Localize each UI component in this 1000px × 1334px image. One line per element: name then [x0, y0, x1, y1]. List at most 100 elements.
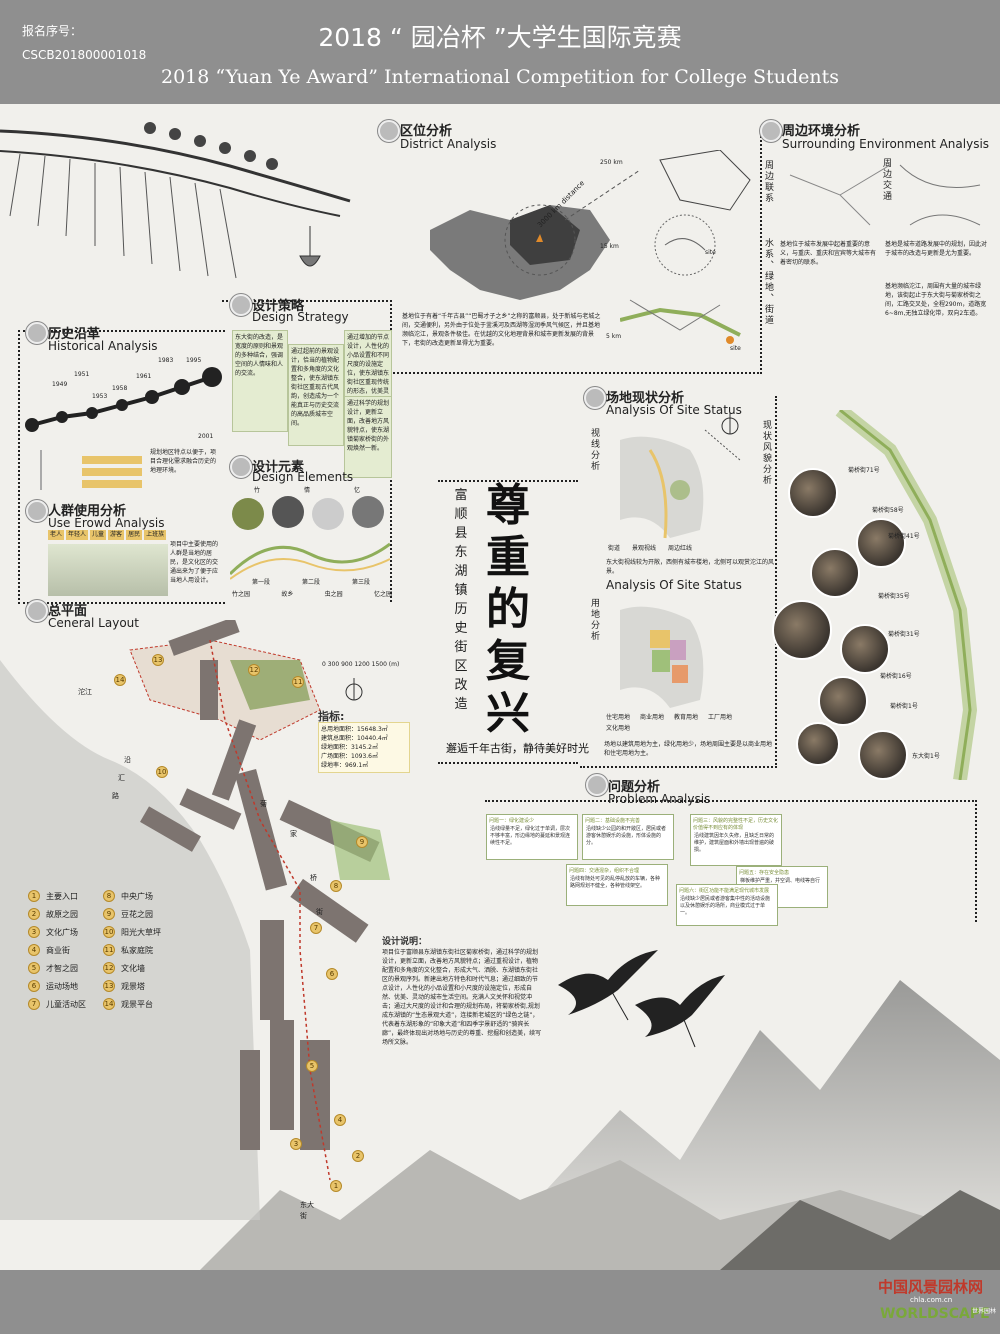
problem-card-6: 问题六：街区功能不能满足现代城市发展 沿线缺少居民或者游客集中性的活动设施以及休…	[676, 884, 778, 926]
brush-char: 重	[486, 532, 530, 583]
crane-icon	[635, 975, 725, 1048]
strategy-box-4: 通过科学的规划设计，更新立面，改善地方风貌特点，使东湖镇菊家桥街的外观焕然一新。	[344, 396, 392, 478]
status-photo-label: 东大街1号	[912, 753, 940, 760]
crowd-tags: 老人 年轻人 儿童 游客 居民 上班族	[48, 530, 168, 540]
legend-marker: 9	[103, 908, 115, 920]
problem-heading: 问题一：绿化建设少	[489, 818, 535, 824]
legend-label: 私家庭院	[121, 945, 153, 955]
landuse-legend-item: 商业用地	[640, 714, 665, 721]
problem-body: 沿线有随处可见的乱停乱放的车辆，各种路网规划不健全，各种管线架空。	[570, 876, 661, 889]
elements-bottom-labels: 竹之园 故乡 虫之园 忆之园	[232, 590, 392, 599]
crowd-tag: 游客	[108, 530, 125, 540]
status-photo	[840, 624, 890, 674]
plan-marker: 13	[152, 654, 164, 666]
indicator-row: 绿地面积：3145.2㎡	[321, 744, 378, 751]
header-bar: 报名序号： CSCB201800001018 2018 “ 园冶杯 ”大学生国际…	[0, 0, 1000, 104]
center-brush-title: 尊 重 的 复 兴	[478, 480, 538, 740]
surrounding-vlabel-links: 周边联系	[763, 160, 773, 204]
site-map-small	[620, 299, 741, 344]
landuse-legend-item: 工厂用地	[708, 714, 733, 721]
brush-char: 尊	[486, 480, 530, 531]
crowd-tag: 居民	[126, 530, 143, 540]
legend-marker: 12	[103, 962, 115, 974]
history-timeline	[25, 367, 222, 432]
crowd-tag: 儿童	[90, 530, 107, 540]
plan-marker: 1	[330, 1180, 342, 1192]
registration-number: CSCB201800001018	[22, 48, 147, 62]
district-desc: 基地位于有着“千年古县”“巴蜀才子之乡”之称的富顺县，处于新城与老城之间，交通便…	[402, 313, 601, 347]
history-title-cn: 历史沿革	[48, 327, 101, 342]
section-marker-icon	[586, 774, 608, 796]
indicator-box: 总用地面积：15648.3㎡ 建筑总面积：10440.4㎡ 绿地面积：3145.…	[318, 722, 410, 773]
legend-label: 中央广场	[121, 891, 153, 901]
legend-label: 才智之园	[46, 963, 78, 973]
surrounding-vlabel-traffic: 周边交通	[881, 158, 891, 202]
element-label: 忆	[353, 487, 360, 494]
legend-label: 儿童活动区	[46, 999, 86, 1009]
crane-icon	[558, 950, 658, 1021]
legend-label: 阳光大草坪	[121, 927, 161, 937]
street-label: 东大街	[300, 1201, 314, 1220]
problem-heading: 问题二：基础设施不完善	[585, 818, 641, 824]
district-frame	[390, 132, 762, 374]
center-vertical-title: 富顺县东湖镇历史街区改造	[454, 488, 468, 712]
problem-heading: 问题三：风貌的完整性不足，历史文化价值得不到应有的体现	[693, 818, 779, 831]
legend-marker: 10	[103, 926, 115, 938]
compass-icon	[721, 412, 739, 435]
status-photo-label: 菊桥街58号	[872, 507, 904, 514]
surrounding-note-3: 基地濒临沱江，周围有大量的城市绿地，该街起止于东大街与菊家桥街之间，汇路交叉处，…	[885, 283, 987, 317]
section-marker-icon	[26, 500, 48, 522]
strategy-title-en: Design Strategy	[252, 310, 349, 324]
status-photo	[796, 722, 840, 766]
crowd-tag: 上班族	[144, 530, 167, 540]
legend-marker: 7	[28, 998, 40, 1010]
indicator-row: 广场面积：1093.6㎡	[321, 753, 378, 760]
legend-marker: 1	[28, 890, 40, 902]
plan-marker: 10	[156, 766, 168, 778]
legend-label: 故原之园	[46, 909, 78, 919]
history-year: 1951	[74, 371, 90, 378]
surrounding-vlabel-water: 水系、绿地、街道	[763, 238, 773, 326]
distance-15: 15 km	[600, 243, 619, 250]
surrounding-note-1: 基地位于城市发展中起着重要的意义，与重庆、重庆和宜宾等大城市有着密切的联系。	[780, 241, 877, 266]
site-label-2: site	[730, 345, 741, 352]
problem-heading: 问题六：街区功能不能满足现代城市发展	[679, 888, 770, 894]
master-plan	[0, 620, 390, 1220]
problem-card-1: 问题一：绿化建设少 沿线绿量不足，绿化过于单调，层次不够丰富，形边缘地的蔓延和景…	[486, 814, 578, 860]
indicator-row: 绿地率：969.1㎡	[321, 762, 369, 769]
history-year: 2001	[198, 433, 214, 440]
strategy-title-cn: 设计策略	[252, 299, 305, 314]
registration-label: 报名序号：	[22, 24, 83, 38]
footer-logo-sub: 世界园林	[972, 1308, 997, 1315]
strategy-box-1: 东大街的改造，是宽度的原则和景观的多种结合，强调空间的人情味和人的交流。	[232, 330, 288, 432]
elements-title-cn: 设计元素	[252, 460, 305, 475]
problem-body: 沿线缺少居民或者游客集中性的活动设施以及休憩娱乐的场所，商业模式过于单一。	[680, 896, 771, 916]
problem-heading: 问题四：交通混杂，组织不合理	[569, 868, 640, 874]
status-photo	[818, 676, 868, 726]
crowd-tag: 年轻人	[66, 530, 89, 540]
element-bottom-label: 故乡	[281, 591, 294, 598]
district-map	[430, 150, 751, 300]
status-photo-label: 菊桥街35号	[878, 593, 910, 600]
history-year: 1961	[136, 373, 152, 380]
indicator-row: 总用地面积：15648.3㎡	[321, 726, 388, 733]
legend-label: 文化广场	[46, 927, 78, 937]
legend-marker: 5	[28, 962, 40, 974]
site-vlabel-sight: 视线分析	[589, 428, 599, 472]
legend-marker: 2	[28, 908, 40, 920]
surrounding-map	[789, 164, 981, 226]
section-marker-icon	[26, 600, 48, 622]
district-title-en: District Analysis	[400, 137, 497, 151]
legend-label: 商业街	[46, 945, 70, 955]
section-marker-icon	[230, 456, 252, 478]
crowd-note: 项目中主要使用的人群是当地的居民，是文化区的交通出来为了便于应当地人用设计。	[170, 541, 219, 584]
status-photo	[856, 518, 906, 568]
